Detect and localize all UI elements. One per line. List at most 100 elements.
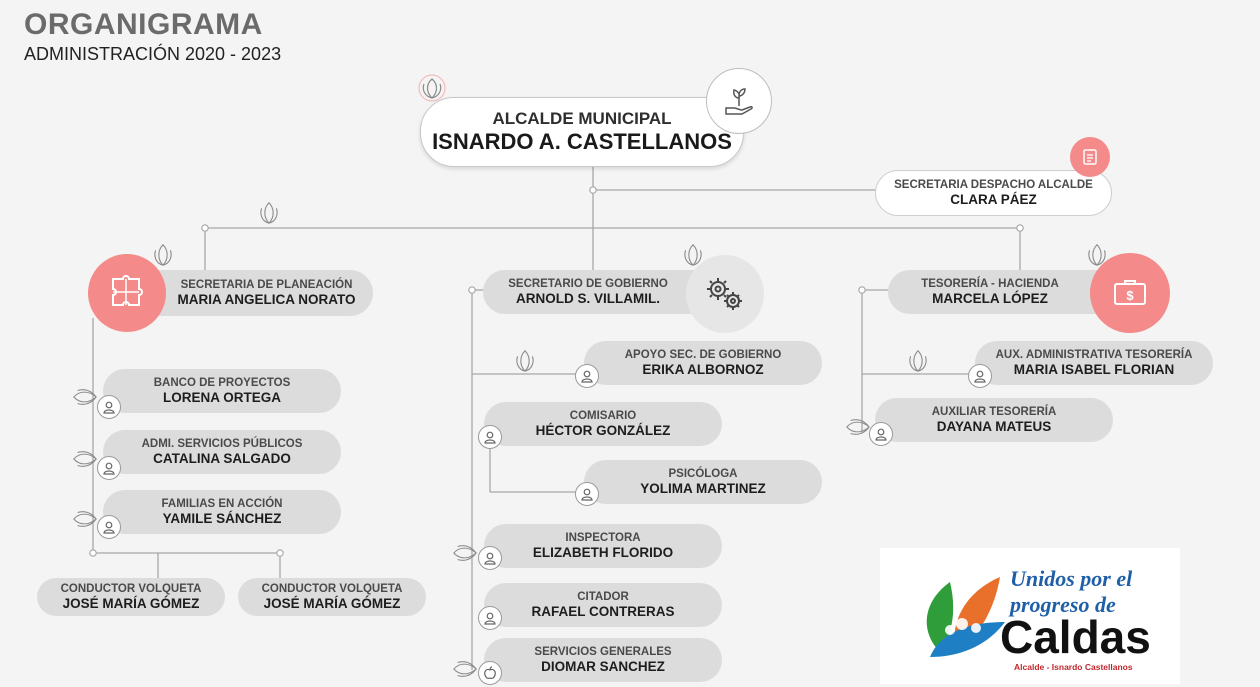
despacho-name: CLARA PÁEZ bbox=[950, 191, 1037, 207]
money-icon: $ bbox=[1090, 253, 1170, 333]
junction-dot bbox=[858, 286, 866, 294]
gobierno-staff-box-3: PSICÓLOGA YOLIMA MARTINEZ bbox=[584, 460, 822, 504]
leaf-icon bbox=[453, 661, 477, 677]
junction-dot bbox=[89, 549, 97, 557]
apple-icon bbox=[478, 661, 502, 685]
user-icon bbox=[478, 606, 502, 630]
staff-name: MARIA ISABEL FLORIAN bbox=[1013, 361, 1175, 377]
staff-name: ELIZABETH FLORIDO bbox=[532, 544, 674, 560]
puzzle-icon bbox=[88, 254, 166, 332]
planeacion-head-role: SECRETARIA DE PLANEACIÓN bbox=[180, 278, 353, 291]
user-icon bbox=[478, 425, 502, 449]
staff-name: CATALINA SALGADO bbox=[153, 450, 291, 466]
staff-role: BANCO DE PROYECTOS bbox=[153, 376, 291, 389]
tesoreria-staff-box-1: AUX. ADMINISTRATIVA TESORERÍA MARIA ISAB… bbox=[975, 341, 1213, 385]
mayor-name: ISNARDO A. CASTELLANOS bbox=[432, 129, 732, 154]
staff-name: DAYANA MATEUS bbox=[936, 418, 1052, 434]
staff-role: APOYO SEC. DE GOBIERNO bbox=[624, 348, 782, 361]
driver-name: JOSÉ MARÍA GÓMEZ bbox=[62, 595, 200, 611]
leaf-icon bbox=[516, 349, 534, 372]
page-title: ORGANIGRAMA bbox=[24, 8, 263, 41]
despacho-box: SECRETARIA DESPACHO ALCALDE CLARA PÁEZ bbox=[875, 170, 1112, 216]
gobierno-head-role: SECRETARIO DE GOBIERNO bbox=[508, 277, 668, 290]
planeacion-staff-box-2: ADMI. SERVICIOS PÚBLICOS CATALINA SALGAD… bbox=[103, 430, 341, 474]
gobierno-head-name: ARNOLD S. VILLAMIL. bbox=[516, 290, 660, 306]
user-icon bbox=[575, 482, 599, 506]
leaf-icon bbox=[73, 511, 97, 527]
user-icon bbox=[97, 515, 121, 539]
junction-dot bbox=[1016, 224, 1024, 232]
leaf-icon bbox=[453, 545, 477, 561]
gobierno-staff-box-2: COMISARIO HÉCTOR GONZÁLEZ bbox=[484, 402, 722, 446]
staff-name: DIOMAR SANCHEZ bbox=[541, 658, 665, 674]
tesoreria-head-box: TESORERÍA - HACIENDA MARCELA LÓPEZ bbox=[888, 270, 1122, 314]
driver-box-1: CONDUCTOR VOLQUETA JOSÉ MARÍA GÓMEZ bbox=[37, 578, 225, 616]
caldas-logo: Unidos por el progreso de Caldas Alcalde… bbox=[880, 548, 1180, 684]
user-icon bbox=[478, 546, 502, 570]
user-icon bbox=[968, 364, 992, 388]
junction-dot bbox=[468, 286, 476, 294]
user-icon bbox=[97, 395, 121, 419]
leaf-icon bbox=[73, 389, 97, 405]
planeacion-staff-box-3: FAMILIAS EN ACCIÓN YAMILE SÁNCHEZ bbox=[103, 490, 341, 534]
mayor-box: ALCALDE MUNICIPAL ISNARDO A. CASTELLANOS bbox=[420, 97, 744, 167]
gobierno-head-box: SECRETARIO DE GOBIERNO ARNOLD S. VILLAMI… bbox=[483, 270, 723, 314]
user-icon bbox=[869, 422, 893, 446]
junction-dot bbox=[201, 224, 209, 232]
user-icon bbox=[97, 456, 121, 480]
gobierno-staff-box-5: CITADOR RAFAEL CONTRERAS bbox=[484, 583, 722, 627]
leaf-icon bbox=[418, 74, 446, 102]
gears-icon bbox=[686, 255, 764, 333]
gobierno-staff-box-1: APOYO SEC. DE GOBIERNO ERIKA ALBORNOZ bbox=[584, 341, 822, 385]
driver-box-2: CONDUCTOR VOLQUETA JOSÉ MARÍA GÓMEZ bbox=[238, 578, 426, 616]
tesoreria-head-role: TESORERÍA - HACIENDA bbox=[921, 277, 1059, 290]
leaf-icon bbox=[1088, 243, 1106, 266]
staff-name: RAFAEL CONTRERAS bbox=[531, 603, 675, 619]
leaf-icon bbox=[260, 201, 278, 224]
staff-role: AUXILIAR TESORERÍA bbox=[931, 405, 1057, 418]
leaf-icon bbox=[684, 243, 702, 266]
leaf-icon bbox=[846, 419, 870, 435]
page-subtitle: ADMINISTRACIÓN 2020 - 2023 bbox=[24, 44, 282, 64]
driver-role: CONDUCTOR VOLQUETA bbox=[60, 582, 202, 595]
hand-plant-icon bbox=[706, 68, 772, 134]
staff-name: LORENA ORTEGA bbox=[163, 389, 281, 405]
staff-name: HÉCTOR GONZÁLEZ bbox=[535, 422, 671, 438]
despacho-role: SECRETARIA DESPACHO ALCALDE bbox=[894, 178, 1093, 191]
tesoreria-staff-box-2: AUXILIAR TESORERÍA DAYANA MATEUS bbox=[875, 398, 1113, 442]
staff-role: SERVICIOS GENERALES bbox=[534, 645, 672, 658]
mayor-role: ALCALDE MUNICIPAL bbox=[492, 109, 672, 128]
user-icon bbox=[575, 364, 599, 388]
junction-dot bbox=[589, 186, 597, 194]
planeacion-staff-box-1: BANCO DE PROYECTOS LORENA ORTEGA bbox=[103, 369, 341, 413]
staff-role: INSPECTORA bbox=[565, 531, 641, 544]
staff-role: AUX. ADMINISTRATIVA TESORERÍA bbox=[995, 348, 1193, 361]
logo-line1: Unidos por el progreso de bbox=[1010, 566, 1133, 617]
document-icon bbox=[1070, 137, 1110, 177]
staff-role: PSICÓLOGA bbox=[668, 467, 738, 480]
svg-text:$: $ bbox=[1126, 288, 1134, 303]
leaf-icon bbox=[154, 243, 172, 266]
leaf-icon bbox=[909, 349, 927, 372]
staff-name: YOLIMA MARTINEZ bbox=[640, 480, 766, 496]
staff-role: CITADOR bbox=[577, 590, 629, 603]
planeacion-head-name: MARIA ANGELICA NORATO bbox=[177, 291, 356, 307]
planeacion-head-box: SECRETARIA DE PLANEACIÓN MARIA ANGELICA … bbox=[130, 270, 373, 316]
leaf-icon bbox=[73, 451, 97, 467]
staff-name: YAMILE SÁNCHEZ bbox=[162, 510, 282, 526]
logo-emblem-icon bbox=[926, 577, 1005, 657]
staff-role: FAMILIAS EN ACCIÓN bbox=[161, 497, 283, 510]
driver-name: JOSÉ MARÍA GÓMEZ bbox=[263, 595, 401, 611]
gobierno-staff-box-6: SERVICIOS GENERALES DIOMAR SANCHEZ bbox=[484, 638, 722, 682]
logo-line2: Caldas bbox=[1000, 611, 1151, 663]
logo-line3: Alcalde - Isnardo Castellanos bbox=[1014, 662, 1133, 672]
tesoreria-head-name: MARCELA LÓPEZ bbox=[932, 290, 1048, 306]
gobierno-staff-box-4: INSPECTORA ELIZABETH FLORIDO bbox=[484, 524, 722, 568]
staff-role: COMISARIO bbox=[569, 409, 637, 422]
driver-role: CONDUCTOR VOLQUETA bbox=[261, 582, 403, 595]
staff-name: ERIKA ALBORNOZ bbox=[642, 361, 764, 377]
staff-role: ADMI. SERVICIOS PÚBLICOS bbox=[141, 437, 303, 450]
junction-dot bbox=[276, 549, 284, 557]
